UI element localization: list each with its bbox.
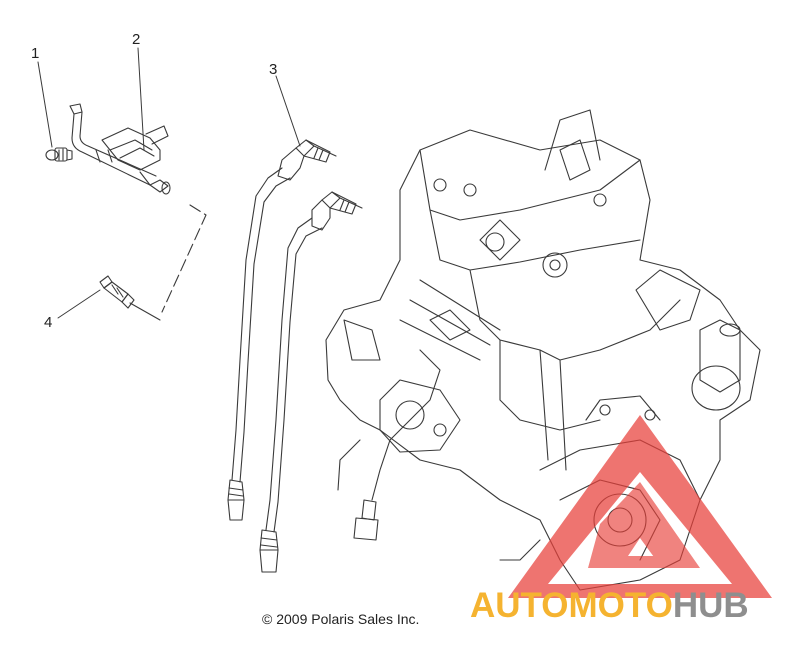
leader-lines [37, 47, 301, 319]
callout-4: 4 [44, 314, 53, 331]
callout-3: 3 [269, 61, 278, 78]
part-3-injector-upper [227, 139, 337, 521]
part-3-injector-lower [259, 191, 363, 573]
watermark-triangle-inner [588, 482, 700, 568]
part-1-fitting [45, 147, 73, 162]
part-4-connector [99, 275, 161, 321]
callout-1: 1 [31, 45, 40, 62]
watermark-triangle-outer [508, 415, 772, 598]
copyright-notice: © 2009 Polaris Sales Inc. [262, 611, 420, 627]
watermark-brand-part1: AUTOMOTO [470, 586, 673, 625]
watermark-logo [508, 415, 772, 598]
watermark-brand-text: AUTOMOTOHUB [470, 586, 749, 626]
callout-2: 2 [132, 31, 141, 48]
assembly-link-line [161, 204, 207, 313]
engine-block [325, 109, 761, 591]
watermark-brand-part2: HUB [672, 586, 749, 625]
part-2-tube-assembly [69, 103, 171, 195]
